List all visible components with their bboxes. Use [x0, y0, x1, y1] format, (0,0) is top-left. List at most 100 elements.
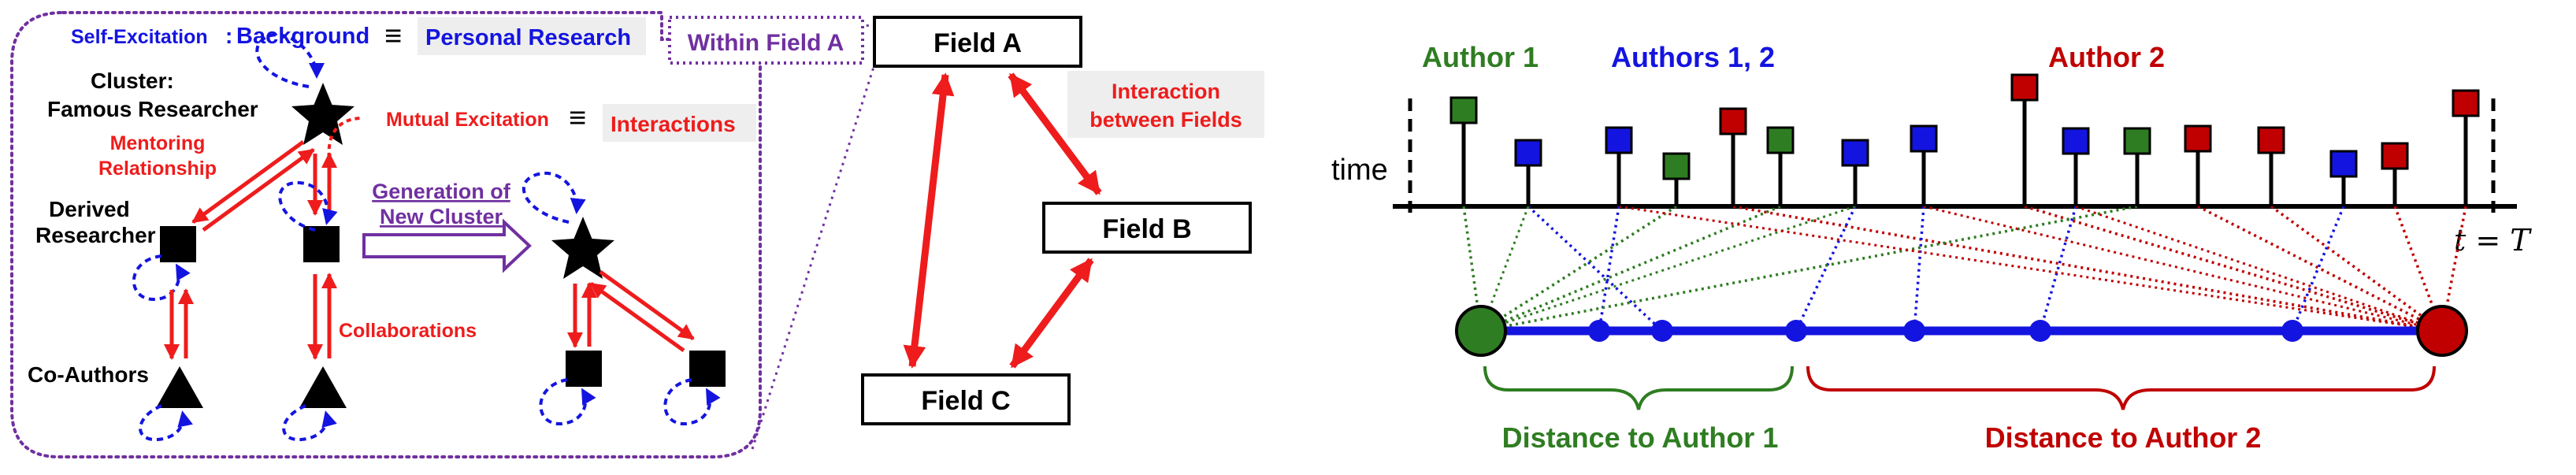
mutual-excitation-label: Mutual Excitation: [386, 109, 549, 131]
distance1-label: Distance to Author 1: [1502, 421, 1779, 454]
famous-researcher-label: Famous Researcher: [47, 97, 258, 121]
event-square: [2257, 126, 2285, 154]
spine-node: [1785, 320, 1807, 342]
field-a-c-arrow: [903, 72, 955, 369]
self-loop-star: [255, 33, 325, 88]
dotted-link: [2441, 206, 2467, 332]
timeline-panel: Author 1 Authors 1, 2 Author 2 time t = …: [1331, 41, 2532, 454]
event-square: [1719, 107, 1747, 135]
field-c-label: Field C: [921, 386, 1010, 416]
field-b-label: Field B: [1102, 214, 1191, 244]
dotted-links: [1462, 205, 2467, 332]
header-colon: :: [225, 24, 232, 48]
new-square-2: [689, 351, 726, 387]
event-square: [2123, 127, 2151, 155]
spine-nodes: [1588, 320, 2303, 342]
event-square: [1514, 139, 1542, 167]
dotted-link: [1462, 206, 1483, 332]
spine-node: [1651, 320, 1673, 342]
dotted-link: [2270, 205, 2444, 332]
field-b-box: [1042, 202, 1252, 254]
dotted-link: [1618, 205, 2443, 332]
personal-research-label: Personal Research: [425, 25, 631, 50]
coauthors-label: Co-Authors: [28, 362, 149, 387]
self-loop-new-square-1: [539, 378, 596, 426]
generation-label-1: Generation of: [372, 180, 511, 203]
distance1-brace: [1483, 366, 1794, 410]
generation-label-2: New Cluster: [380, 205, 503, 228]
t-end-label: t = T: [2454, 223, 2532, 258]
field-a-label: Field A: [934, 28, 1022, 58]
event-square: [1605, 126, 1633, 154]
coauthor-triangle-2: [299, 366, 347, 408]
dotted-link: [1480, 205, 1781, 332]
within-field-label: Within Field A: [688, 30, 844, 56]
dotted-link: [1480, 205, 1856, 332]
spine-node: [2281, 320, 2303, 342]
event-markers: [1449, 73, 2480, 206]
distance2-label: Distance to Author 2: [1985, 421, 2262, 454]
new-star-arrow-right-down: [599, 269, 695, 341]
personal-research-box: [418, 17, 646, 55]
field-a-b-arrow: [1008, 72, 1102, 195]
coauthor-triangle-1: [156, 366, 203, 408]
mentoring-arrow-down: [191, 139, 305, 225]
self-loop-triangle-1: [139, 404, 193, 442]
mutual-excitation-curve: [327, 117, 363, 158]
within-field-box: [668, 16, 864, 65]
dotted-link: [1923, 205, 2443, 332]
panel-outline: [10, 11, 762, 458]
famous-researcher-star: [291, 83, 354, 145]
cluster-label: Cluster:: [91, 69, 174, 93]
within-field-panel: Within Field A Self-Excitation : Backgro…: [10, 11, 876, 458]
derived-researcher-square-2: [303, 226, 340, 262]
field-a-box: [873, 16, 1082, 68]
event-square: [2062, 127, 2090, 155]
author2-node: [2416, 305, 2468, 357]
generation-arrow: [362, 218, 532, 273]
new-star-arrow-right-up: [589, 281, 685, 353]
self-loop-square-1: [132, 254, 191, 302]
event-square: [1841, 139, 1869, 167]
self-loop-new-star: [522, 172, 586, 224]
interaction-label-1: Interaction: [1112, 80, 1220, 103]
event-square: [1766, 126, 1795, 154]
time-axis-label: time: [1331, 154, 1388, 187]
field-c-box: [861, 373, 1071, 425]
dotted-link: [1480, 205, 2138, 332]
dotted-link: [1480, 205, 1677, 332]
background-label: Background: [236, 24, 369, 49]
derived-label-1: Derived: [49, 197, 130, 221]
event-square: [1662, 152, 1691, 180]
spine-node: [2029, 320, 2051, 342]
fields-panel: Field A Field B Field C Interaction betw…: [861, 16, 1264, 425]
dotted-link: [1795, 206, 1857, 332]
dotted-link: [1527, 205, 1664, 332]
self-loop-triangle-2: [282, 404, 337, 442]
event-square: [1910, 124, 1938, 153]
dotted-link: [1598, 206, 1620, 332]
collaborations-label: Collaborations: [339, 320, 477, 342]
derived-label-2: Researcher: [35, 223, 156, 247]
self-loop-new-square-2: [663, 378, 721, 426]
author2-label: Author 2: [2048, 41, 2165, 73]
mentoring-arrow-up: [202, 147, 315, 232]
spine-node: [1903, 320, 1925, 342]
author1-node: [1455, 305, 1507, 357]
dotted-link: [2197, 205, 2443, 332]
equiv-symbol-2: ≡: [569, 102, 586, 135]
derived-researcher-square-1: [160, 226, 196, 262]
interactions-label: Interactions: [611, 112, 736, 136]
event-square: [2329, 150, 2358, 178]
field-b-c-arrow: [1009, 258, 1094, 369]
interactions-box: [603, 104, 756, 142]
authors12-label: Authors 1, 2: [1611, 41, 1775, 73]
new-cluster-star: [551, 217, 614, 279]
event-square: [2010, 73, 2039, 102]
event-square: [2452, 89, 2480, 117]
self-excitation-label: Self-Excitation: [71, 26, 208, 48]
author1-label: Author 1: [1422, 41, 1539, 73]
dotted-link: [1913, 206, 1925, 332]
